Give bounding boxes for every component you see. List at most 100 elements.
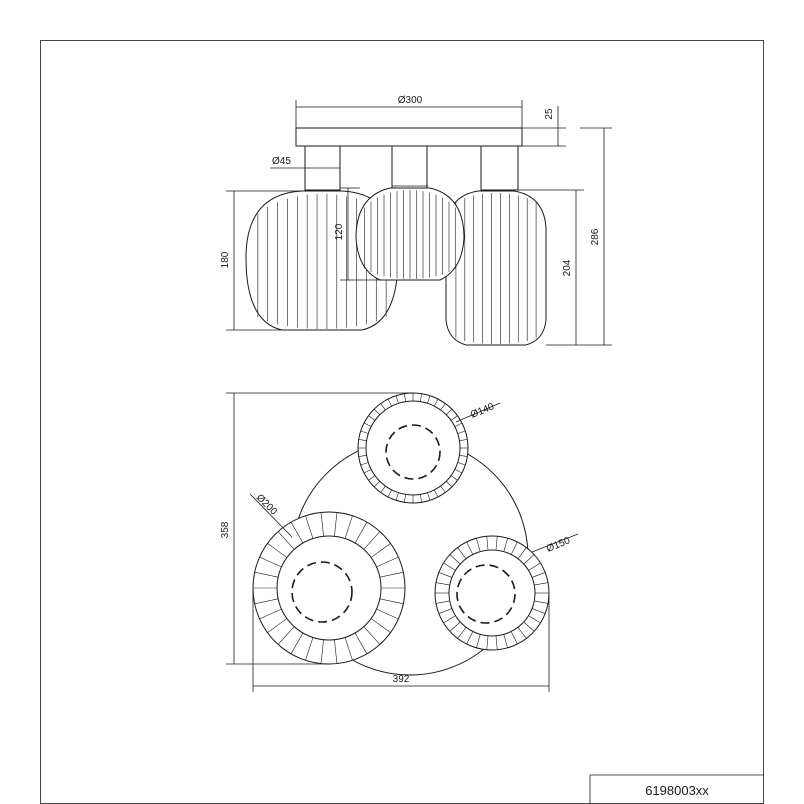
shade-rib (438, 608, 453, 614)
shade-rib (290, 522, 304, 544)
canopy-plate (295, 127, 523, 147)
shade-rib (434, 489, 439, 498)
shade-rib (254, 571, 279, 578)
shade-rib (344, 515, 353, 539)
shade-rib (305, 515, 314, 539)
shade-rib (510, 631, 518, 645)
shade-rib (503, 634, 508, 648)
shade-rib (510, 541, 518, 555)
shade-rib (523, 554, 535, 565)
shade-rib (363, 531, 381, 550)
shade-left (252, 511, 406, 665)
shade-rib (459, 439, 468, 441)
shade-rib (476, 634, 481, 648)
shade-rib (466, 541, 474, 555)
shade-rib (404, 494, 406, 503)
shade-rib (358, 455, 367, 457)
shade-rib (476, 538, 481, 552)
dim-left-shade-height: 180 (220, 251, 231, 268)
shade-rib (454, 422, 463, 427)
shade-rib (454, 469, 463, 474)
shade-rib (354, 522, 368, 544)
shade-top (357, 392, 469, 504)
shade-rib (259, 556, 282, 568)
shade-rib (450, 415, 458, 421)
shade-rib (450, 475, 458, 481)
shade-rib (528, 615, 541, 624)
shade-rib (440, 485, 446, 493)
shade-rib (387, 398, 392, 407)
shade-rib (420, 393, 422, 402)
shade-rib (427, 492, 431, 501)
shade-rib (528, 562, 541, 571)
shade-rib (443, 562, 456, 571)
shade-rib (363, 626, 381, 645)
shade-rib (457, 462, 466, 466)
shade-rib (379, 571, 404, 578)
shade-rib (466, 631, 474, 645)
shade-rib (380, 403, 386, 411)
leader-top-shade (455, 402, 501, 423)
lamp-holder-middle (391, 145, 428, 191)
dim-holder-diameter: Ø45 (272, 156, 291, 167)
shade-rib (404, 393, 406, 402)
shade-rib (435, 600, 450, 604)
shade-rib (360, 462, 369, 466)
dim-right-shade-diameter: Ø150 (545, 535, 572, 555)
dim-canopy-diameter: Ø300 (398, 95, 423, 106)
right-shade-side (445, 190, 547, 346)
shade-rib (449, 621, 461, 632)
shade-rib (495, 635, 498, 650)
shade-rib (368, 415, 376, 421)
shade-rib (380, 485, 386, 493)
middle-shade-side (355, 187, 465, 281)
shade-rib (254, 598, 279, 605)
dim-canopy-height: 25 (544, 108, 555, 120)
shade-rib (305, 637, 314, 661)
shade-rib (334, 639, 338, 664)
shade-rib (534, 600, 549, 604)
shade-rib (434, 398, 439, 407)
dim-total-width: 392 (393, 674, 410, 685)
dim-top-shade-diameter: Ø140 (469, 401, 496, 421)
leader-right-shade (531, 533, 579, 553)
shade-rib (370, 543, 391, 558)
shade-rib (531, 572, 546, 578)
shade-rib (459, 455, 468, 457)
shade-rib (376, 608, 399, 620)
shade-rib (486, 635, 489, 650)
shade-rib (531, 608, 546, 614)
dim-middle-drop: 120 (334, 223, 345, 240)
shade-rib (267, 618, 288, 633)
shade-rib (443, 615, 456, 624)
dim-total-height: 286 (590, 228, 601, 245)
shade-rib (379, 598, 404, 605)
shade-rib (373, 481, 380, 488)
shade-rib (320, 512, 324, 537)
shade-rib (368, 475, 376, 481)
shade-rib (334, 512, 338, 537)
shade-rib (370, 618, 391, 633)
shade-rib (290, 632, 304, 654)
shade-rib (446, 408, 453, 415)
shade-rib (495, 536, 498, 551)
dim-left-shade-diameter: Ø200 (254, 492, 279, 517)
top-view: Ø140 Ø200 Ø150 358 392 (220, 392, 579, 692)
shade-rib (363, 422, 372, 427)
shade-rib (517, 627, 527, 639)
shade-rib (344, 637, 353, 661)
shade-rib (395, 492, 399, 501)
shade-rib (360, 430, 369, 434)
shade-rib (503, 538, 508, 552)
shade-rib (523, 621, 535, 632)
shade-right (434, 535, 550, 651)
dim-right-shade-height: 204 (562, 259, 573, 276)
shade-rib (517, 547, 527, 559)
shade-rib (420, 494, 422, 503)
leader-left-shade (249, 493, 293, 538)
shade-rib (395, 395, 399, 404)
shade-rib (457, 430, 466, 434)
shade-rib (373, 408, 380, 415)
dim-total-depth: 358 (220, 521, 231, 538)
